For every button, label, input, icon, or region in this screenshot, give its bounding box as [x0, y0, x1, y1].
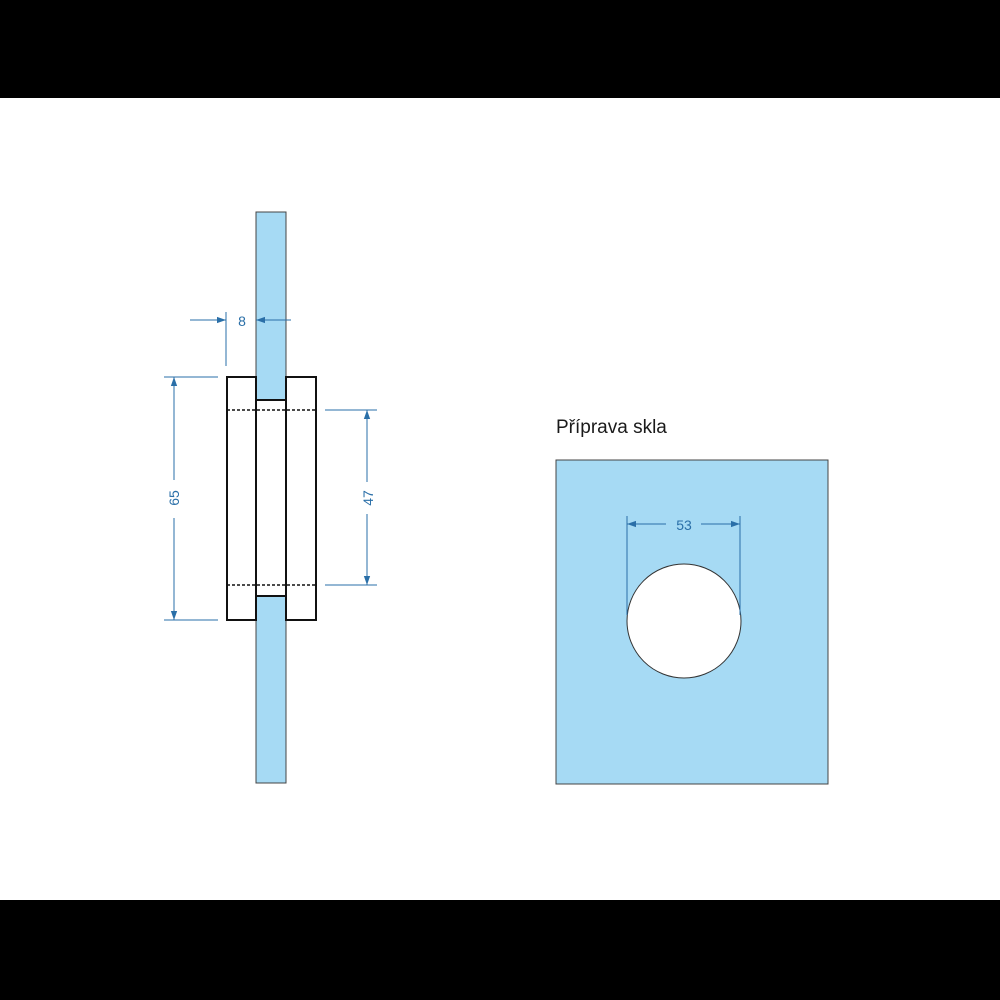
top-black-band [0, 0, 1000, 98]
glass-hole [626, 563, 742, 679]
dimension-label-47: 47 [360, 490, 376, 506]
glass-panel-bottom [255, 595, 287, 784]
dimension-fitting-height [164, 376, 218, 621]
dimension-hole-diameter [626, 516, 741, 615]
glass-panel-top [255, 211, 287, 401]
glass-preparation-title: Příprava skla [556, 417, 667, 438]
dimension-label-53: 53 [676, 517, 692, 533]
dimension-inner-height [325, 409, 377, 586]
fitting-body [226, 376, 317, 621]
bottom-black-band [0, 900, 1000, 1000]
glass-preparation-view: Příprava skla 53 [555, 417, 829, 785]
side-view: 8 65 47 [164, 211, 377, 784]
dimension-label-65: 65 [166, 490, 182, 506]
dimension-label-8: 8 [238, 313, 246, 329]
dimension-glass-thickness: 8 [190, 312, 291, 366]
